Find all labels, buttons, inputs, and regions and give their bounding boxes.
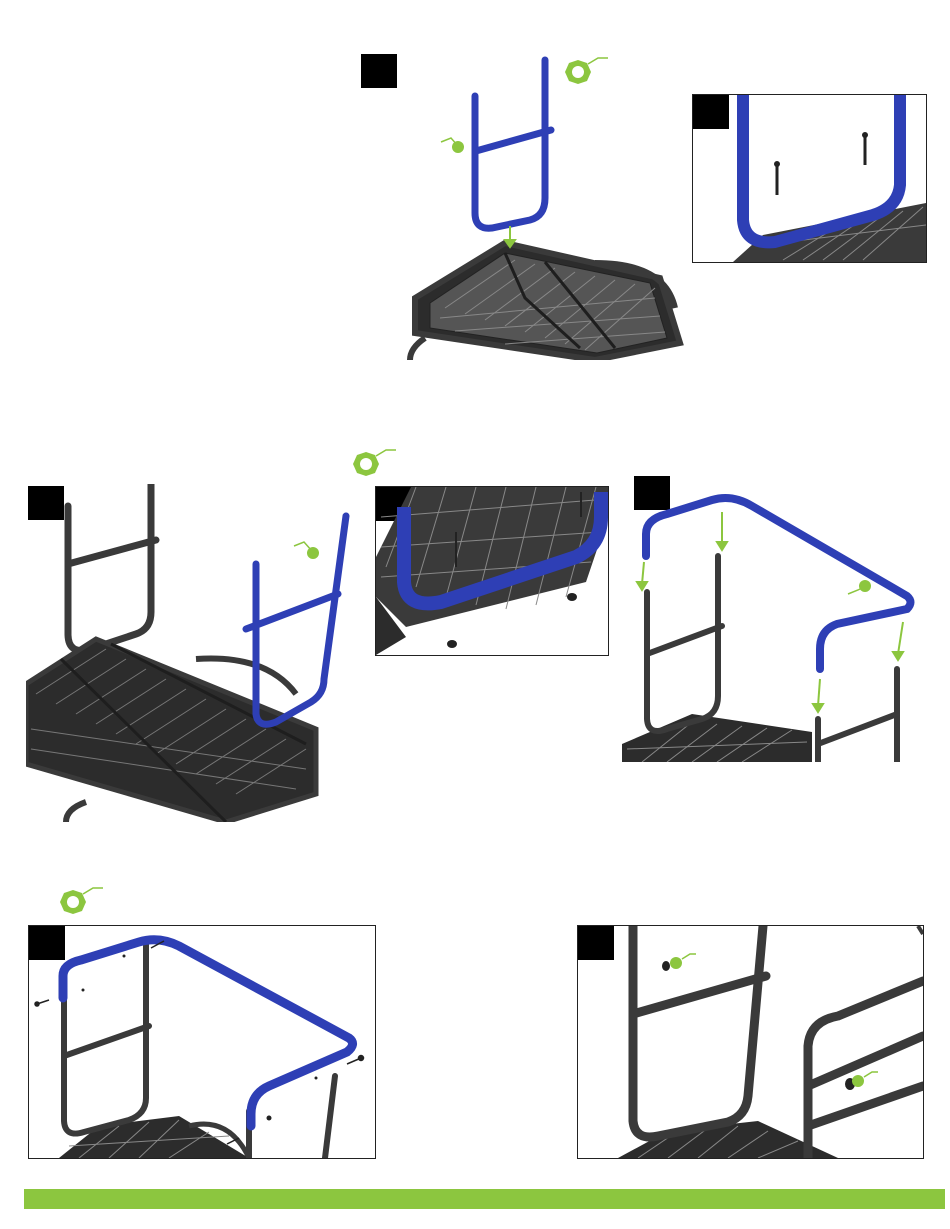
nut-icon <box>348 446 398 486</box>
footer-accent-bar <box>24 1189 945 1209</box>
part-dot-icon <box>294 542 319 559</box>
part-dot-icon <box>441 138 464 153</box>
nut-icon <box>55 884 105 924</box>
detail-b-inset <box>375 486 609 656</box>
bolt-detail-drawing <box>693 95 926 262</box>
detail-a-inset <box>692 94 927 263</box>
stand-ladder-assembly-drawing <box>355 48 695 360</box>
stand-side-rail-drawing <box>26 484 364 822</box>
part-dot-icon <box>852 1072 878 1087</box>
top-rail-drawing <box>622 474 924 762</box>
step-c-illustration <box>622 474 924 762</box>
step-d-inset <box>28 925 376 1159</box>
step-a-illustration <box>355 48 695 360</box>
step-b-illustration <box>26 484 364 822</box>
part-dot-icon <box>670 954 696 969</box>
step-e-inset <box>577 925 924 1159</box>
top-rail-bolting-drawing <box>29 926 375 1158</box>
nut-icon <box>560 54 610 94</box>
bolt-underside-detail-drawing <box>376 487 608 655</box>
end-cap-drawing <box>578 926 923 1158</box>
part-dot-icon <box>848 580 871 594</box>
